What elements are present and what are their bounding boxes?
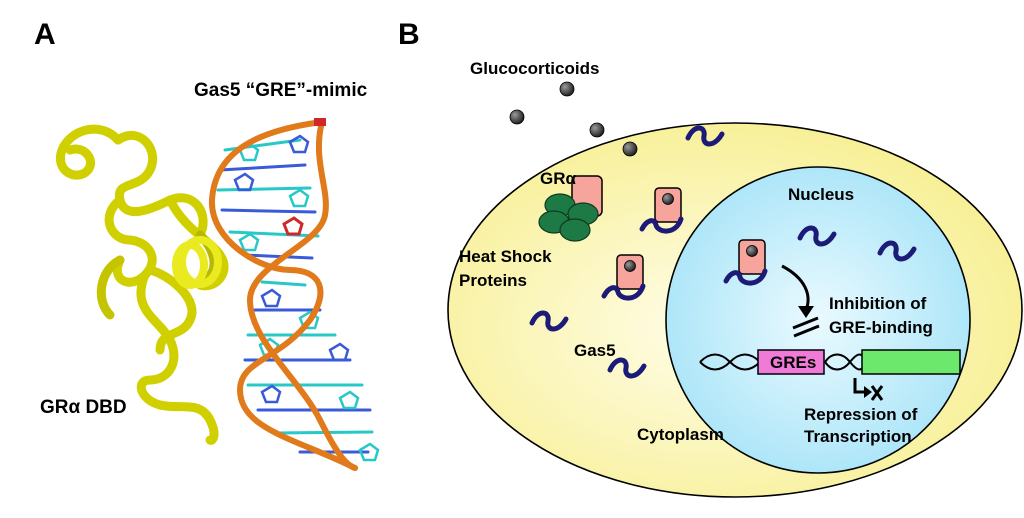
gr-dbd-protein	[55, 124, 229, 445]
gr-alpha-label: GRα	[540, 169, 577, 188]
gas5-gre-mimic-label: Gas5 “GRE”-mimic	[194, 80, 368, 101]
glucocorticoid-dot	[622, 141, 638, 157]
cytoplasm-label: Cytoplasm	[637, 425, 724, 444]
glucocorticoids-label: Glucocorticoids	[470, 59, 599, 78]
glucocorticoid-dot	[509, 109, 525, 125]
gr-hsp-complex	[538, 175, 603, 242]
panel-b-label: B	[398, 18, 420, 51]
heat-shock-proteins	[538, 193, 599, 242]
repression-x	[870, 385, 884, 401]
gr-alpha-dbd-label: GRα DBD	[40, 397, 127, 418]
transcription-start-arrow	[853, 378, 872, 398]
repression-label-line2: Transcription	[804, 427, 912, 446]
panel-a-label: A	[34, 18, 56, 51]
heat-shock-label-line1: Heat Shock	[459, 247, 552, 266]
heat-shock-label-line2: Proteins	[459, 271, 527, 290]
gres-box	[757, 349, 825, 375]
gene-box	[861, 349, 961, 375]
gres-label: GREs	[770, 353, 816, 372]
nucleus-label: Nucleus	[788, 185, 854, 204]
glucocorticoid-molecules	[509, 81, 638, 157]
inhibition-label-line1: Inhibition of	[829, 294, 927, 313]
gas5-label: Gas5	[574, 341, 616, 360]
inhibition-label-line2: GRE-binding	[829, 318, 933, 337]
glucocorticoid-dot	[559, 81, 575, 97]
gas5-rna-helix	[208, 118, 380, 471]
gr-dbd-helix	[172, 236, 222, 289]
repression-label-line1: Repression of	[804, 405, 918, 424]
glucocorticoid-dot	[589, 122, 605, 138]
blocked-symbol	[792, 316, 820, 338]
inhibition-arrowhead	[798, 306, 814, 318]
